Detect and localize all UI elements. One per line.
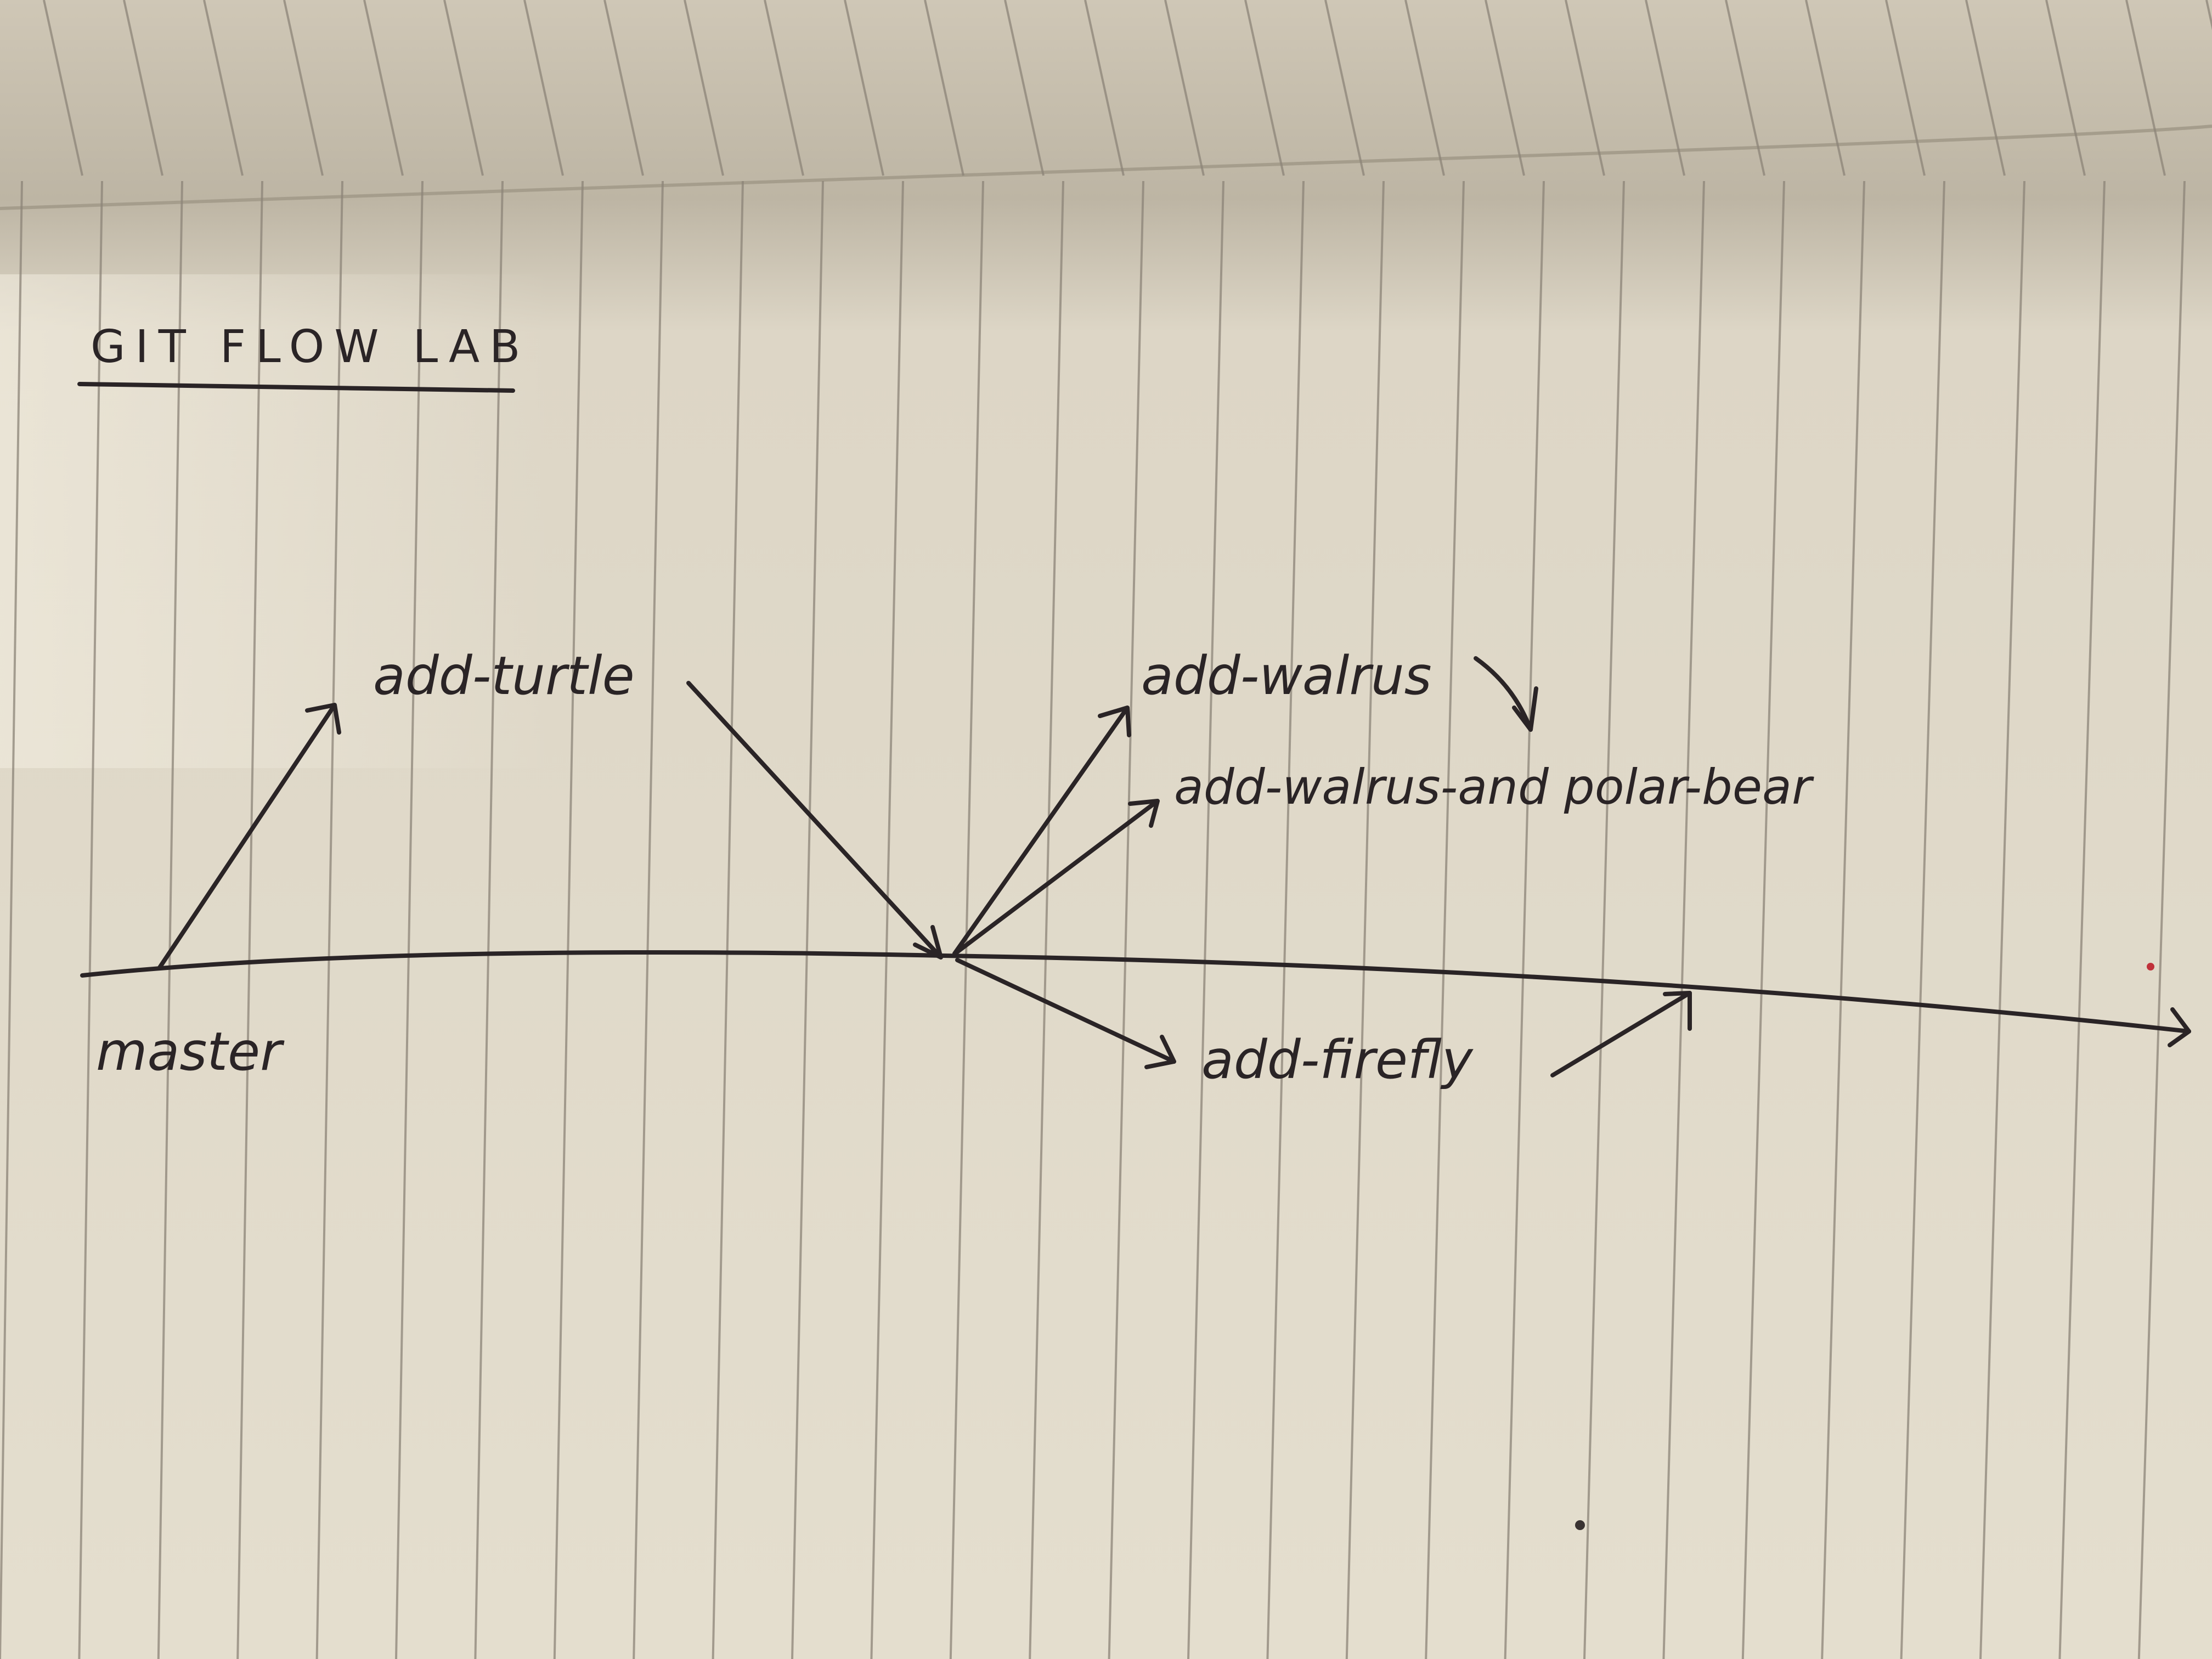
ruled-line <box>791 180 824 1659</box>
ruled-line-curl <box>844 0 884 176</box>
ruled-line <box>1266 180 1305 1659</box>
ruled-line <box>1187 180 1224 1659</box>
ruled-line <box>633 180 664 1659</box>
ruled-line <box>870 180 904 1659</box>
ruled-line-curl <box>1485 0 1525 176</box>
ruled-line <box>0 180 23 1659</box>
ruled-line <box>1900 180 1945 1659</box>
ruled-line-curl <box>1004 0 1045 176</box>
walrus-rename-arrow <box>1474 656 1538 732</box>
ruled-line <box>395 180 424 1659</box>
ruled-line-curl <box>2125 0 2166 176</box>
turtle-branch-arrow <box>157 703 341 970</box>
ruled-line <box>315 180 343 1659</box>
ruled-line <box>1662 180 1705 1659</box>
ruled-line-curl <box>443 0 484 176</box>
diagram-title: GIT FLOW LAB <box>91 321 530 373</box>
ruled-line-curl <box>684 0 724 176</box>
ruled-line <box>236 180 263 1659</box>
ruled-line <box>1504 180 1545 1659</box>
ruled-line-curl <box>1244 0 1285 176</box>
ruled-line <box>2058 180 2106 1659</box>
ruled-line-curl <box>363 0 404 176</box>
light-glare <box>0 274 2212 768</box>
page-curl-edge <box>0 125 2212 210</box>
ruled-line-curl <box>1084 0 1125 176</box>
add-firefly-label: add-firefly <box>1201 1029 1474 1091</box>
ruled-line-curl <box>203 0 244 176</box>
ink-speck <box>1575 1520 1585 1530</box>
ruled-line-curl <box>1645 0 1685 176</box>
ruled-line-curl <box>924 0 964 176</box>
ruled-line-curl <box>1565 0 1605 176</box>
ruled-line-curl <box>1164 0 1205 176</box>
ruled-line <box>1029 180 1064 1659</box>
ruled-line-curl <box>1885 0 1926 176</box>
ruled-line <box>2137 180 2186 1659</box>
ruled-line-curl <box>523 0 564 176</box>
ruled-line-curl <box>1725 0 1765 176</box>
ruled-line <box>157 180 183 1659</box>
polar-bear-branch-arrow <box>955 799 1160 954</box>
ruled-line <box>949 180 984 1659</box>
ruled-line-curl <box>1324 0 1365 176</box>
add-turtle-label: add-turtle <box>373 645 635 707</box>
ruled-line <box>1741 180 1785 1659</box>
firefly-branch-arrow <box>955 958 1176 1069</box>
ruled-line <box>553 180 584 1659</box>
master-label: master <box>96 1021 285 1082</box>
add-walrus-label: add-walrus <box>1141 645 1432 707</box>
title-underline <box>77 382 515 393</box>
ruled-line <box>1583 180 1625 1659</box>
master-branch-line <box>80 950 2191 1034</box>
master-arrowhead <box>2168 1007 2191 1047</box>
ruled-line <box>1108 180 1144 1659</box>
ruled-line-curl <box>43 0 83 176</box>
ruled-line-curl <box>764 0 804 176</box>
ruled-line <box>1425 180 1465 1659</box>
add-walrus-polar-bear-label: add-walrus-and polar-bear <box>1174 759 1814 815</box>
walrus-branch-arrow <box>952 706 1131 956</box>
ruled-line <box>1979 180 2025 1659</box>
ruled-line <box>712 180 744 1659</box>
ruled-line-curl <box>2045 0 2086 176</box>
red-ink-dot <box>2147 963 2154 970</box>
ruled-line-curl <box>603 0 644 176</box>
ruled-line-curl <box>283 0 324 176</box>
ruled-line <box>78 180 103 1659</box>
firefly-merge-arrow <box>1550 991 1692 1077</box>
turtle-merge-arrow <box>686 681 943 960</box>
ruled-line-curl <box>1965 0 2006 176</box>
ruled-line <box>474 180 504 1659</box>
ruled-line-curl <box>1805 0 1846 176</box>
ruled-line <box>1821 180 1865 1659</box>
ruled-line-curl <box>123 0 163 176</box>
ruled-line <box>1345 180 1385 1659</box>
ruled-line-curl <box>1404 0 1445 176</box>
